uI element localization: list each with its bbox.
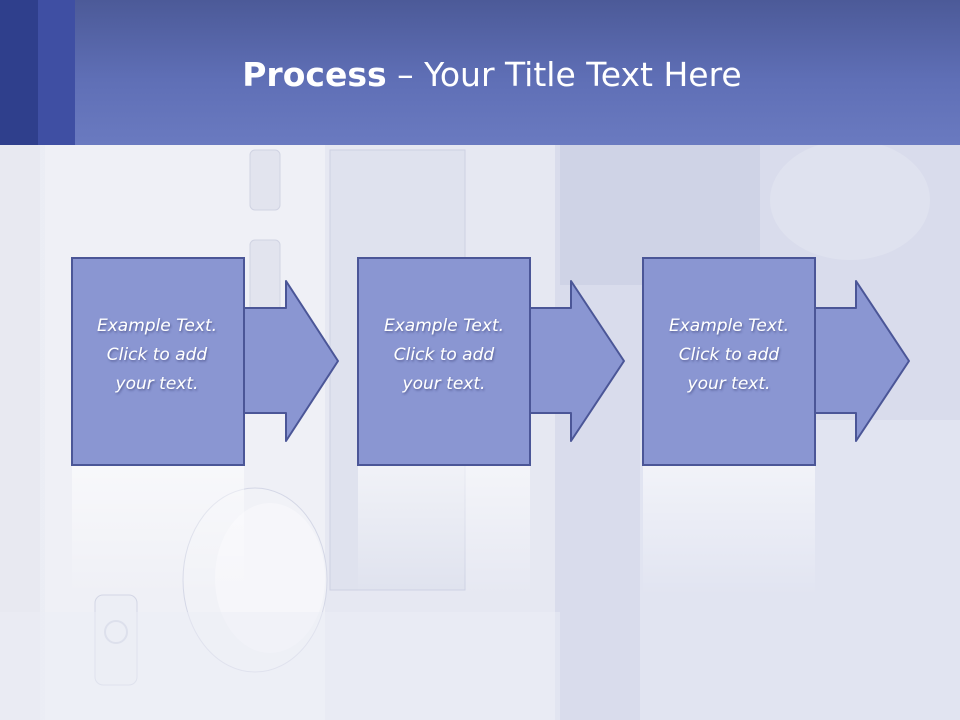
title-bar: Process – Your Title Text Here [0,0,960,145]
step-text-line: Click to add [679,345,780,365]
arrow-right-icon [243,280,339,442]
process-step-2[interactable]: Example Text. Click to add your text. [357,257,625,596]
step-text-line: Example Text. [97,316,217,336]
step-text-line: Example Text. [669,316,789,336]
title-rest: Your Title Text Here [424,55,742,94]
slide-title[interactable]: Process – Your Title Text Here [0,54,960,96]
process-step-1[interactable]: Example Text. Click to add your text. [71,257,339,596]
accent-strip [38,0,75,145]
step-text-line: Click to add [394,345,495,365]
step-box [71,257,245,466]
step-text-line: Example Text. [384,316,504,336]
step-reflection [358,466,530,596]
title-bold: Process [242,55,387,94]
arrow-right-icon [529,280,625,442]
step-reflection [72,466,244,596]
step-reflection [643,466,815,596]
step-text-line: your text. [115,374,199,394]
accent-strip [0,0,38,145]
process-step-3[interactable]: Example Text. Click to add your text. [642,257,910,596]
step-text-line: your text. [687,374,771,394]
arrow-right-icon [814,280,910,442]
title-dash: – [386,55,425,94]
step-text-line: your text. [402,374,486,394]
step-box [357,257,531,466]
step-text-line: Click to add [107,345,208,365]
step-box [642,257,816,466]
